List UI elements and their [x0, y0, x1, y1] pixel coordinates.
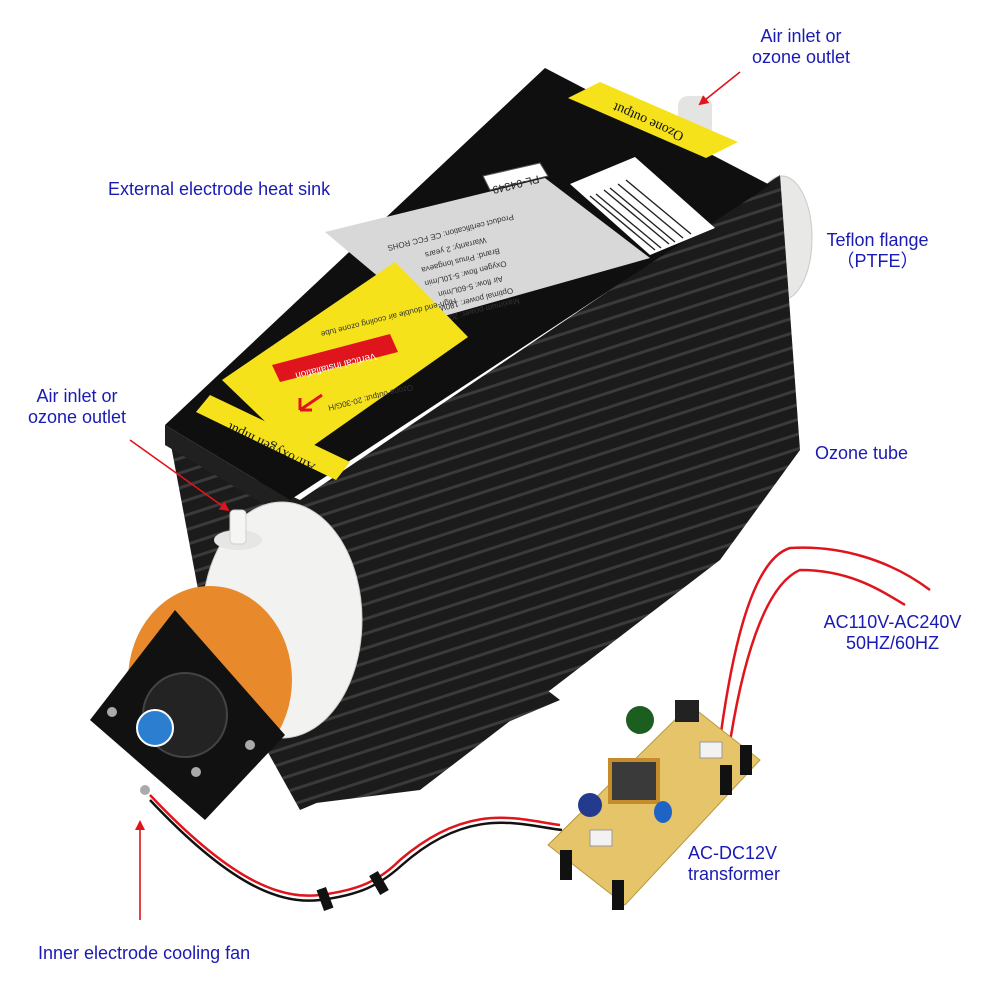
label-cooling-fan: Inner electrode cooling fan [38, 943, 251, 963]
label-left-inlet-line1: Air inlet or [36, 386, 118, 406]
fan-power-cable [149, 794, 563, 912]
label-teflon-line1: Teflon flange [826, 230, 929, 250]
front-flange-assembly [90, 501, 363, 820]
label-ac-input-line2: 50HZ/60HZ [845, 633, 940, 653]
arrow-top-inlet [698, 71, 741, 106]
front-inlet-nozzle [229, 509, 247, 545]
label-teflon-line2: （PTFE） [836, 251, 919, 271]
ac-dc-transformer-board [547, 700, 761, 910]
label-ac-input-line1: AC110V-AC240V [823, 612, 962, 632]
transformer-coil [608, 758, 660, 804]
label-transformer-line2: transformer [688, 864, 781, 884]
barcode-sticker [570, 157, 715, 255]
capacitor [626, 706, 654, 734]
mains-input-wires [716, 546, 931, 756]
arrow-left-inlet [129, 439, 230, 512]
fan-badge-icon [136, 709, 174, 747]
label-ac-input: AC110V-AC240V 50HZ/60HZ [805, 612, 980, 654]
label-left-inlet-line2: ozone outlet [27, 407, 127, 427]
label-teflon-flange: Teflon flange （PTFE） [805, 230, 950, 272]
label-heat-sink: External electrode heat sink [108, 179, 331, 199]
label-transformer-line1: AC-DC12V [688, 843, 778, 863]
label-ozone-tube: Ozone tube [815, 443, 909, 463]
label-transformer: AC-DC12V transformer [688, 843, 780, 885]
label-top-inlet-line2: ozone outlet [751, 47, 851, 67]
callout-arrows [129, 71, 741, 920]
label-left-inlet: Air inlet or ozone outlet [6, 386, 148, 428]
label-top-inlet-line1: Air inlet or [760, 26, 842, 46]
label-top-inlet: Air inlet or ozone outlet [730, 26, 872, 68]
down-arrow-icon [298, 393, 323, 412]
vertical-installation-sticker: Vertical installation Ozone output: 20-3… [222, 262, 468, 455]
